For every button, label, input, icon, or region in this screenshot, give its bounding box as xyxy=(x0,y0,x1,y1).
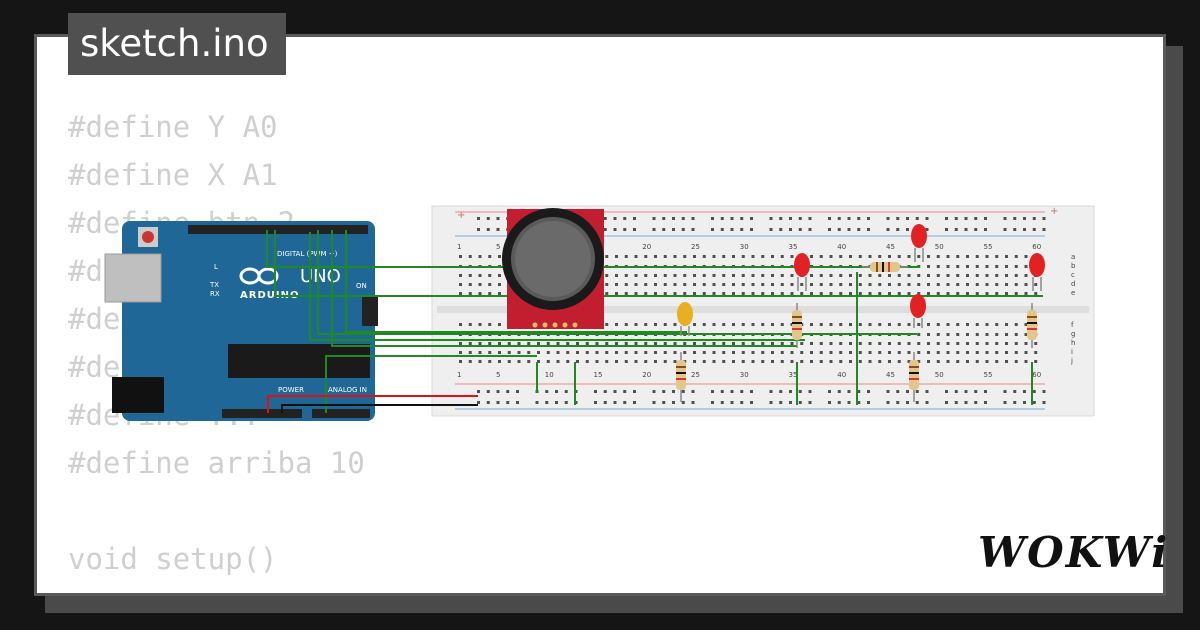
power-jack-icon xyxy=(112,377,164,413)
code-line: #define Y A0 xyxy=(68,110,278,144)
column-number: 20 xyxy=(642,243,651,251)
digital-label: DIGITAL (PWM ~) xyxy=(277,250,338,258)
row-letter: i xyxy=(1071,348,1073,356)
code-line: { xyxy=(68,583,365,593)
column-number: 1 xyxy=(457,243,461,251)
joystick-module[interactable] xyxy=(502,208,604,329)
arduino-infinity-icon xyxy=(239,267,279,285)
row-letter: e xyxy=(1071,289,1075,297)
row-letter: g xyxy=(1071,330,1075,338)
row-letter: c xyxy=(1071,271,1075,279)
plus-label-top-right: + xyxy=(1050,206,1058,217)
on-label: ON xyxy=(356,282,367,290)
column-number: 60 xyxy=(1032,371,1041,379)
column-number: 25 xyxy=(691,371,700,379)
led-red-4[interactable] xyxy=(910,294,926,328)
row-letter: f xyxy=(1071,321,1074,329)
resistor-vertical-1[interactable] xyxy=(792,303,802,348)
code-line: #define arriba 10 xyxy=(68,446,365,480)
column-number: 25 xyxy=(691,243,700,251)
row-letter: j xyxy=(1070,357,1073,365)
column-number: 30 xyxy=(740,243,749,251)
power-label: POWER xyxy=(278,386,304,394)
resistor-vertical-3[interactable] xyxy=(676,352,686,402)
arduino-uno[interactable]: UNO ARDUINO DIGITAL (PWM ~) ON L TX RX P… xyxy=(104,221,378,421)
column-number: 35 xyxy=(789,243,798,251)
row-letter: b xyxy=(1071,262,1076,270)
plus-label-top: + xyxy=(457,210,465,221)
column-number: 45 xyxy=(886,371,895,379)
row-letter: a xyxy=(1071,253,1075,261)
column-number: 50 xyxy=(935,371,944,379)
column-number: 5 xyxy=(496,371,500,379)
resistor-vertical-4[interactable] xyxy=(909,352,919,402)
green-wires xyxy=(266,230,1043,413)
column-number: 55 xyxy=(984,243,993,251)
row-letter: d xyxy=(1071,280,1075,288)
code-line: #define X A1 xyxy=(68,158,278,192)
column-number: 45 xyxy=(886,243,895,251)
column-number: 5 xyxy=(496,243,500,251)
usb-port-icon xyxy=(104,253,162,303)
rx-label: RX xyxy=(210,290,220,298)
red-wire xyxy=(267,395,478,413)
row-letter: h xyxy=(1071,339,1075,347)
column-number: 50 xyxy=(935,243,944,251)
code-line: void setup() xyxy=(68,542,278,576)
column-number: 40 xyxy=(837,243,846,251)
board-name: UNO xyxy=(300,266,341,287)
tx-label: TX xyxy=(209,281,219,289)
file-tab[interactable]: sketch.ino xyxy=(68,13,286,75)
column-number: 20 xyxy=(642,371,651,379)
column-number: 60 xyxy=(1032,243,1041,251)
column-number: 1 xyxy=(457,371,461,379)
column-number: 55 xyxy=(984,371,993,379)
led-red-1[interactable] xyxy=(911,224,927,262)
l-label: L xyxy=(214,263,218,271)
led-red-2[interactable] xyxy=(794,253,810,291)
analog-label: ANALOG IN xyxy=(328,386,367,394)
column-number: 30 xyxy=(740,371,749,379)
resistor-horizontal[interactable] xyxy=(862,262,908,272)
column-number: 35 xyxy=(789,371,798,379)
brand-label: ARDUINO xyxy=(240,290,299,301)
resistor-vertical-2[interactable] xyxy=(1027,303,1037,348)
led-yellow[interactable] xyxy=(677,302,693,336)
led-red-3[interactable] xyxy=(1029,253,1045,291)
column-number: 10 xyxy=(545,371,554,379)
wokwi-logo: WOKWi xyxy=(978,528,1170,577)
black-wire xyxy=(281,404,478,413)
column-number: 15 xyxy=(594,371,603,379)
column-number: 40 xyxy=(837,371,846,379)
atmega-chip xyxy=(228,344,370,378)
